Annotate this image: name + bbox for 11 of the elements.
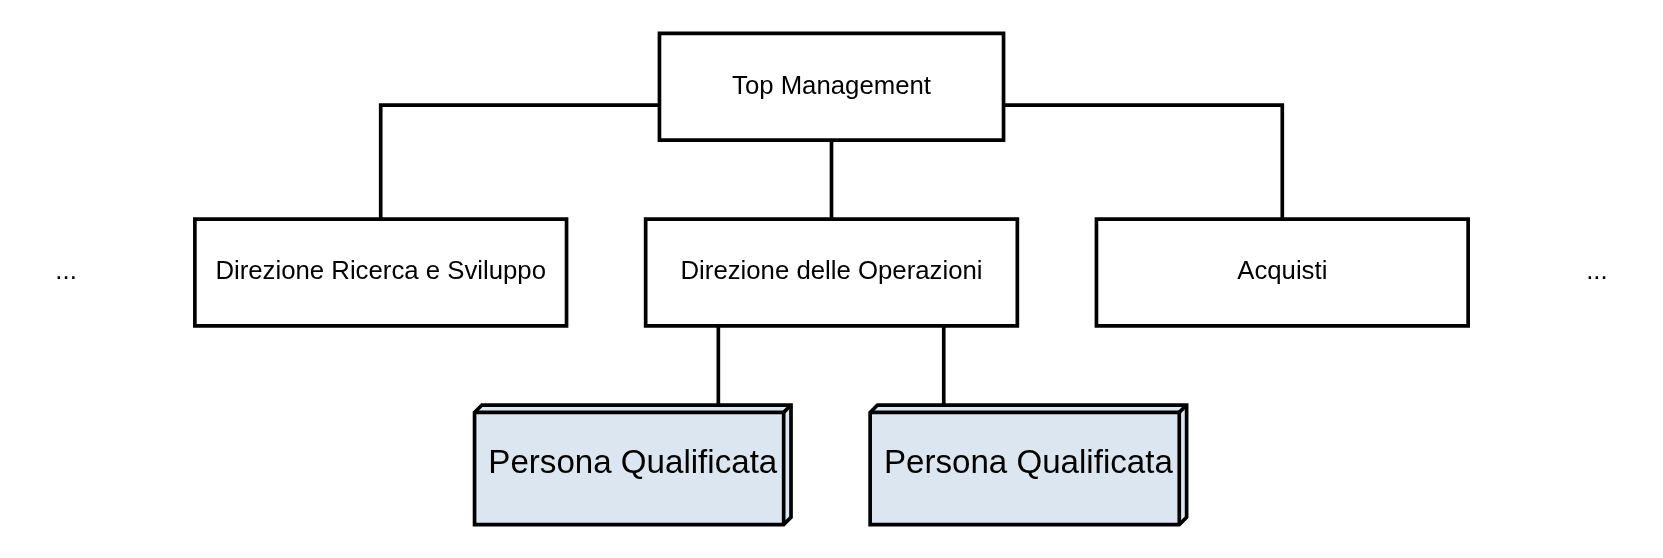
label: ... <box>1586 256 1608 285</box>
node-box: Acquisti <box>1094 217 1470 328</box>
node-box: Direzione delle Operazioni <box>643 217 1020 328</box>
connector <box>941 326 946 405</box>
connector <box>378 103 660 220</box>
connector <box>829 140 834 219</box>
label: ... <box>55 256 77 285</box>
connector <box>716 326 721 405</box>
node-box: Top Management <box>657 31 1006 142</box>
connector <box>1003 103 1285 220</box>
node-box: Direzione Ricerca e Sviluppo <box>193 217 569 328</box>
